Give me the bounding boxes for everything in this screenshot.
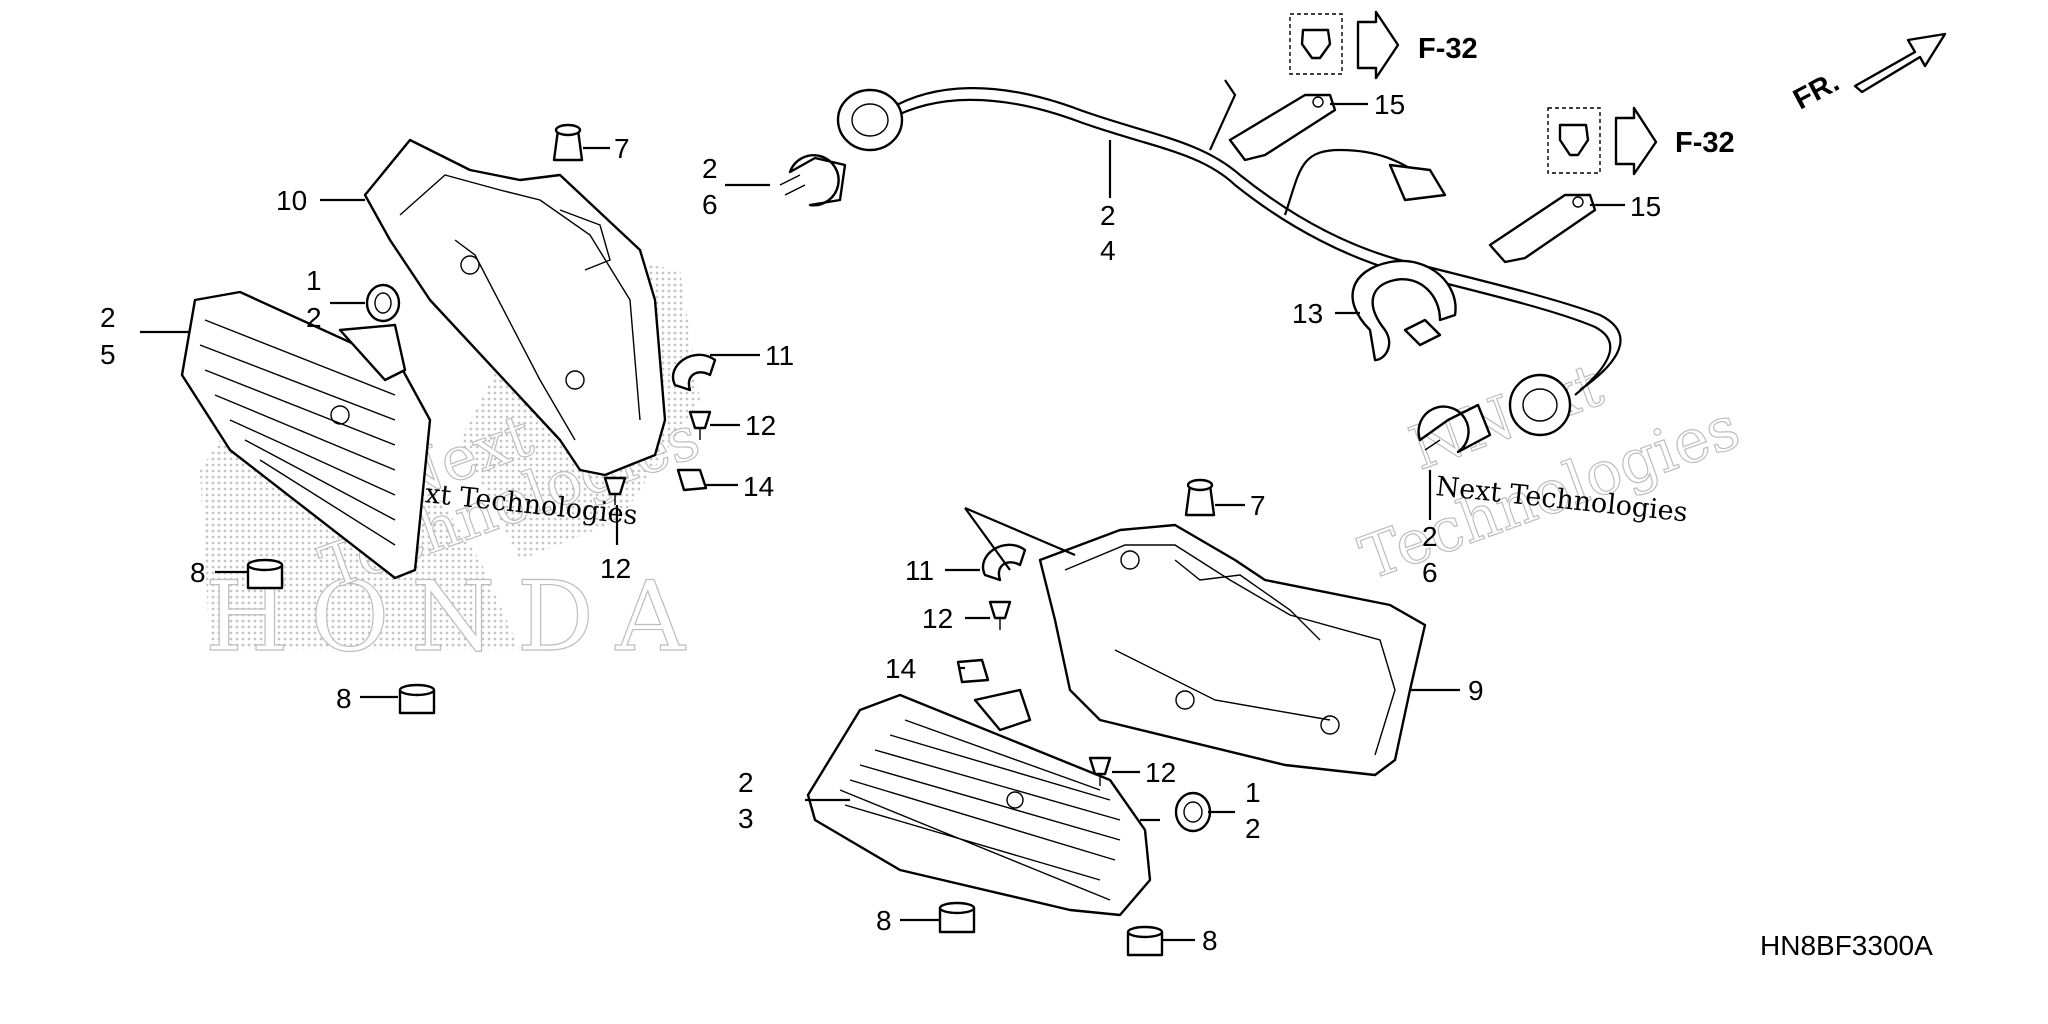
callout-15b: 15 [1630,191,1661,222]
callout-6b: 6 [1422,557,1438,588]
cushion-8-b [398,683,436,715]
callout-1b: 1 [1245,777,1261,808]
reference-labels: F-32 F-32 [1418,33,1735,159]
callout-12d: 12 [1145,757,1176,788]
screw-12-d [603,476,627,505]
callout-7b: 7 [1250,490,1266,521]
front-arrow-icon: FR. [1788,32,1947,116]
callout-labels: 1 2 2 5 10 7 2 6 2 4 15 15 11 12 14 12 8… [100,89,1661,956]
callout-2d: 2 [1100,200,1116,231]
screw-12-b [988,600,1012,630]
leader-lines [140,102,1625,942]
screw-12-c [1088,756,1112,786]
callout-2f: 2 [1245,813,1261,844]
watermark: HONDA NNext Technologies Next Technologi… [200,250,1749,674]
callout-2a: 2 [306,302,322,333]
grommet-7-upper [552,123,584,162]
cap-1-upper [365,283,401,323]
callout-13: 13 [1292,298,1323,329]
wire-harness [836,79,1622,437]
clamp-11-upper [671,353,717,392]
grommet-7-lower [1184,478,1216,517]
bracket-right [1488,193,1597,264]
callout-5: 5 [100,339,116,370]
band-13 [1351,259,1457,362]
screw-12-a [688,410,712,440]
callout-11b: 11 [905,555,934,586]
callout-7a: 7 [614,133,630,164]
callout-2g: 2 [738,767,754,798]
cushion-8-a [246,558,284,590]
callout-2e: 2 [1422,521,1438,552]
cushion-8-c [938,901,976,934]
callout-14b: 14 [885,653,916,684]
callout-12c: 12 [922,603,953,634]
clip-upper [1289,10,1400,80]
callout-1a: 1 [306,265,322,296]
ref-label-right: F-32 [1675,127,1735,159]
callout-2b: 2 [100,302,116,333]
left-taillight-lens [180,290,432,580]
callout-12b: 12 [600,553,631,584]
callout-14a: 14 [743,471,774,502]
clip-right [1547,106,1658,176]
callout-4: 4 [1100,235,1116,266]
left-housing [363,138,667,477]
ref-label-upper: F-32 [1418,33,1478,65]
nut-14-upper [676,468,708,492]
nut-14-lower [956,658,990,684]
callout-8d: 8 [1202,925,1218,956]
right-taillight-lens [806,688,1152,917]
bulb-lower [1417,403,1492,454]
callout-12a: 12 [745,410,776,441]
cap-1-lower [1174,791,1212,833]
callout-2c: 2 [702,153,718,184]
bulb-upper [779,154,847,207]
callout-9: 9 [1468,675,1484,706]
callout-15a: 15 [1374,89,1405,120]
callout-10: 10 [276,185,307,216]
callout-8c: 8 [876,905,892,936]
callout-8b: 8 [336,683,352,714]
bracket-upper [1228,93,1337,162]
callout-6a: 6 [702,189,718,220]
callout-8a: 8 [190,557,206,588]
diagram-code: HN8BF3300A [1760,930,1933,961]
callout-11a: 11 [765,340,794,371]
callout-3: 3 [738,803,754,834]
front-marker-label: FR. [1788,66,1844,116]
cushion-8-d [1126,925,1164,957]
